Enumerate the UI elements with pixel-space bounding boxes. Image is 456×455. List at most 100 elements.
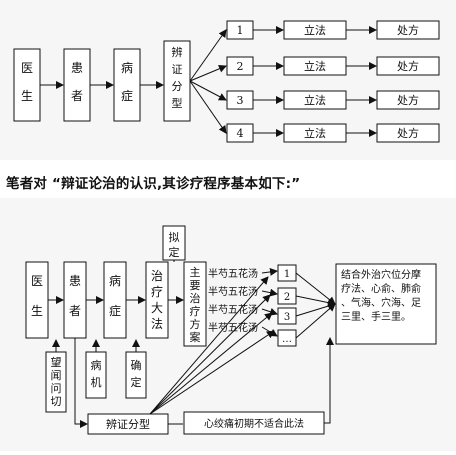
number-label: 2: [284, 292, 290, 303]
prescription-label: 处方: [397, 59, 419, 73]
prescription-label: 处方: [397, 93, 419, 107]
text-line: 三里、手三里。: [341, 310, 411, 323]
vertical-char: 定: [169, 245, 180, 259]
svg-text:病机: 病机: [91, 358, 102, 389]
svg-text:确定: 确定: [131, 359, 142, 389]
prescription-box-2: 处方: [376, 56, 440, 76]
prescription-label: 处方: [397, 23, 419, 37]
confirm-box: 确定: [125, 351, 147, 399]
vertical-char: 拟: [169, 230, 180, 244]
branch-number: 4: [237, 127, 244, 140]
vertical-char: 望: [51, 356, 62, 369]
vertical-char: 大: [151, 301, 163, 315]
svg-text:辨证分型: 辨证分型: [106, 417, 150, 431]
vertical-char: 医: [31, 274, 43, 288]
arrow-formula-number-3: [261, 307, 278, 316]
pathogenesis-box: 病机: [85, 351, 107, 399]
vertical-char: 案: [190, 330, 201, 344]
vertical-char: 确: [131, 359, 142, 372]
prescription-rect: [376, 123, 440, 143]
svg-text:主要治疗方案: 主要治疗方案: [190, 266, 201, 344]
main-prescription-box: 主要治疗方案: [183, 261, 207, 347]
branch-number-box-3: 3: [226, 90, 254, 110]
svg-text:心绞痛初期不适合此法: 心绞痛初期不适合此法: [204, 417, 304, 430]
branch-arrow-3: [189, 80, 227, 101]
branch-number: 2: [237, 60, 244, 73]
number-box-3: 3: [277, 307, 297, 325]
vertical-char: 病: [121, 60, 133, 75]
four-diagnosis-box: 望闻问切: [45, 351, 67, 413]
svg-text:治疗大法: 治疗大法: [151, 269, 163, 331]
vertical-char: 患: [71, 61, 83, 75]
vertical-char: 证: [172, 63, 183, 76]
vertical-char: 定: [131, 375, 142, 389]
number-box-4: …: [277, 329, 297, 347]
differentiation-box: 辨证分型: [87, 413, 169, 435]
bottom-flow-diagram: 医生 患者 病症 治疗大法 拟定 主要治疗方案 望: [0, 198, 456, 451]
vertical-char: 法: [151, 317, 163, 331]
method-box-2: 立法: [283, 56, 347, 76]
differentiation-box: 辨证分型: [163, 40, 191, 122]
svg-text:病症: 病症: [109, 273, 121, 318]
arrow-number-acupoint-1: [295, 272, 336, 305]
branch-number-box-4: 4: [226, 123, 254, 143]
vertical-char: 医: [21, 61, 33, 75]
number-box-2: 2: [277, 287, 297, 305]
acupoint-note-box: 结合外治穴位分摩疗法、心俞、肺俞、气海、穴海、足三里、手三里。: [335, 263, 437, 345]
arrow-patient-differentiation: [74, 338, 88, 428]
svg-text:医生: 医生: [31, 274, 43, 318]
vertical-char: 病: [91, 358, 102, 372]
arrow-formula-number-1: [261, 267, 278, 276]
method-label: 立法: [304, 93, 326, 107]
method-label: 立法: [304, 126, 326, 140]
vertical-char: 机: [91, 375, 102, 389]
vertical-char: 切: [51, 395, 62, 408]
svg-text:医生: 医生: [21, 61, 33, 103]
arrow-number-acupoint-2: [295, 295, 336, 307]
number-label: 1: [284, 269, 290, 280]
arrow-differentiation-formula-3: [149, 312, 273, 415]
arrow-contra-up: [324, 337, 334, 424]
number-label: 3: [284, 312, 290, 323]
formula-label-3: 半芍五花汤: [208, 303, 258, 316]
vertical-char: 生: [31, 304, 43, 318]
vertical-char: 症: [109, 303, 121, 318]
branch-number: 1: [237, 24, 244, 37]
text-line: 疗法、心俞、肺俞: [341, 282, 421, 295]
draft-box: 拟定: [162, 225, 186, 261]
arrow-differentiation-formula-2: [149, 294, 271, 415]
vertical-char: 型: [172, 96, 183, 110]
vertical-char: 病: [109, 273, 121, 288]
patient-box: 患者: [63, 261, 87, 339]
vertical-char: 辨: [172, 45, 183, 59]
method-box-1: 立法: [283, 20, 347, 40]
svg-text:结合外治穴位分摩疗法、心俞、肺俞、气海、穴海、足三里、手三里: 结合外治穴位分摩疗法、心俞、肺俞、气海、穴海、足三里、手三里。: [341, 268, 421, 323]
treatment-principle-box: 治疗大法: [145, 261, 169, 339]
vertical-char: 疗: [151, 285, 163, 299]
arrow-number-acupoint-4: [295, 303, 336, 339]
vertical-char: 患: [69, 274, 81, 288]
branch-number-box-1: 1: [226, 20, 254, 40]
prescription-rect: [376, 90, 440, 110]
vertical-char: 分: [172, 80, 183, 93]
formula-group: 半芍五花汤半芍五花汤半芍五花汤半芍五花汤123…: [149, 264, 336, 415]
svg-text:患者: 患者: [71, 61, 83, 103]
vertical-char: 问: [51, 382, 62, 395]
number-label: …: [282, 334, 292, 345]
vertical-char: 者: [69, 304, 81, 318]
vertical-char: 方: [190, 317, 201, 331]
branch-number-box-2: 2: [226, 56, 254, 76]
arrow-number-acupoint-3: [295, 302, 336, 317]
formula-label-2: 半芍五花汤: [208, 285, 258, 298]
vertical-char: 治: [190, 291, 201, 305]
prescription-label: 处方: [397, 126, 419, 140]
arrow-formula-number-2: [261, 288, 278, 297]
svg-text:病症: 病症: [121, 60, 133, 103]
formula-label-1: 半芍五花汤: [208, 267, 258, 280]
vertical-char: 生: [21, 89, 33, 103]
arrow-differentiation-formula-1: [149, 276, 269, 415]
arrow-differentiation-formula-4: [149, 330, 275, 415]
